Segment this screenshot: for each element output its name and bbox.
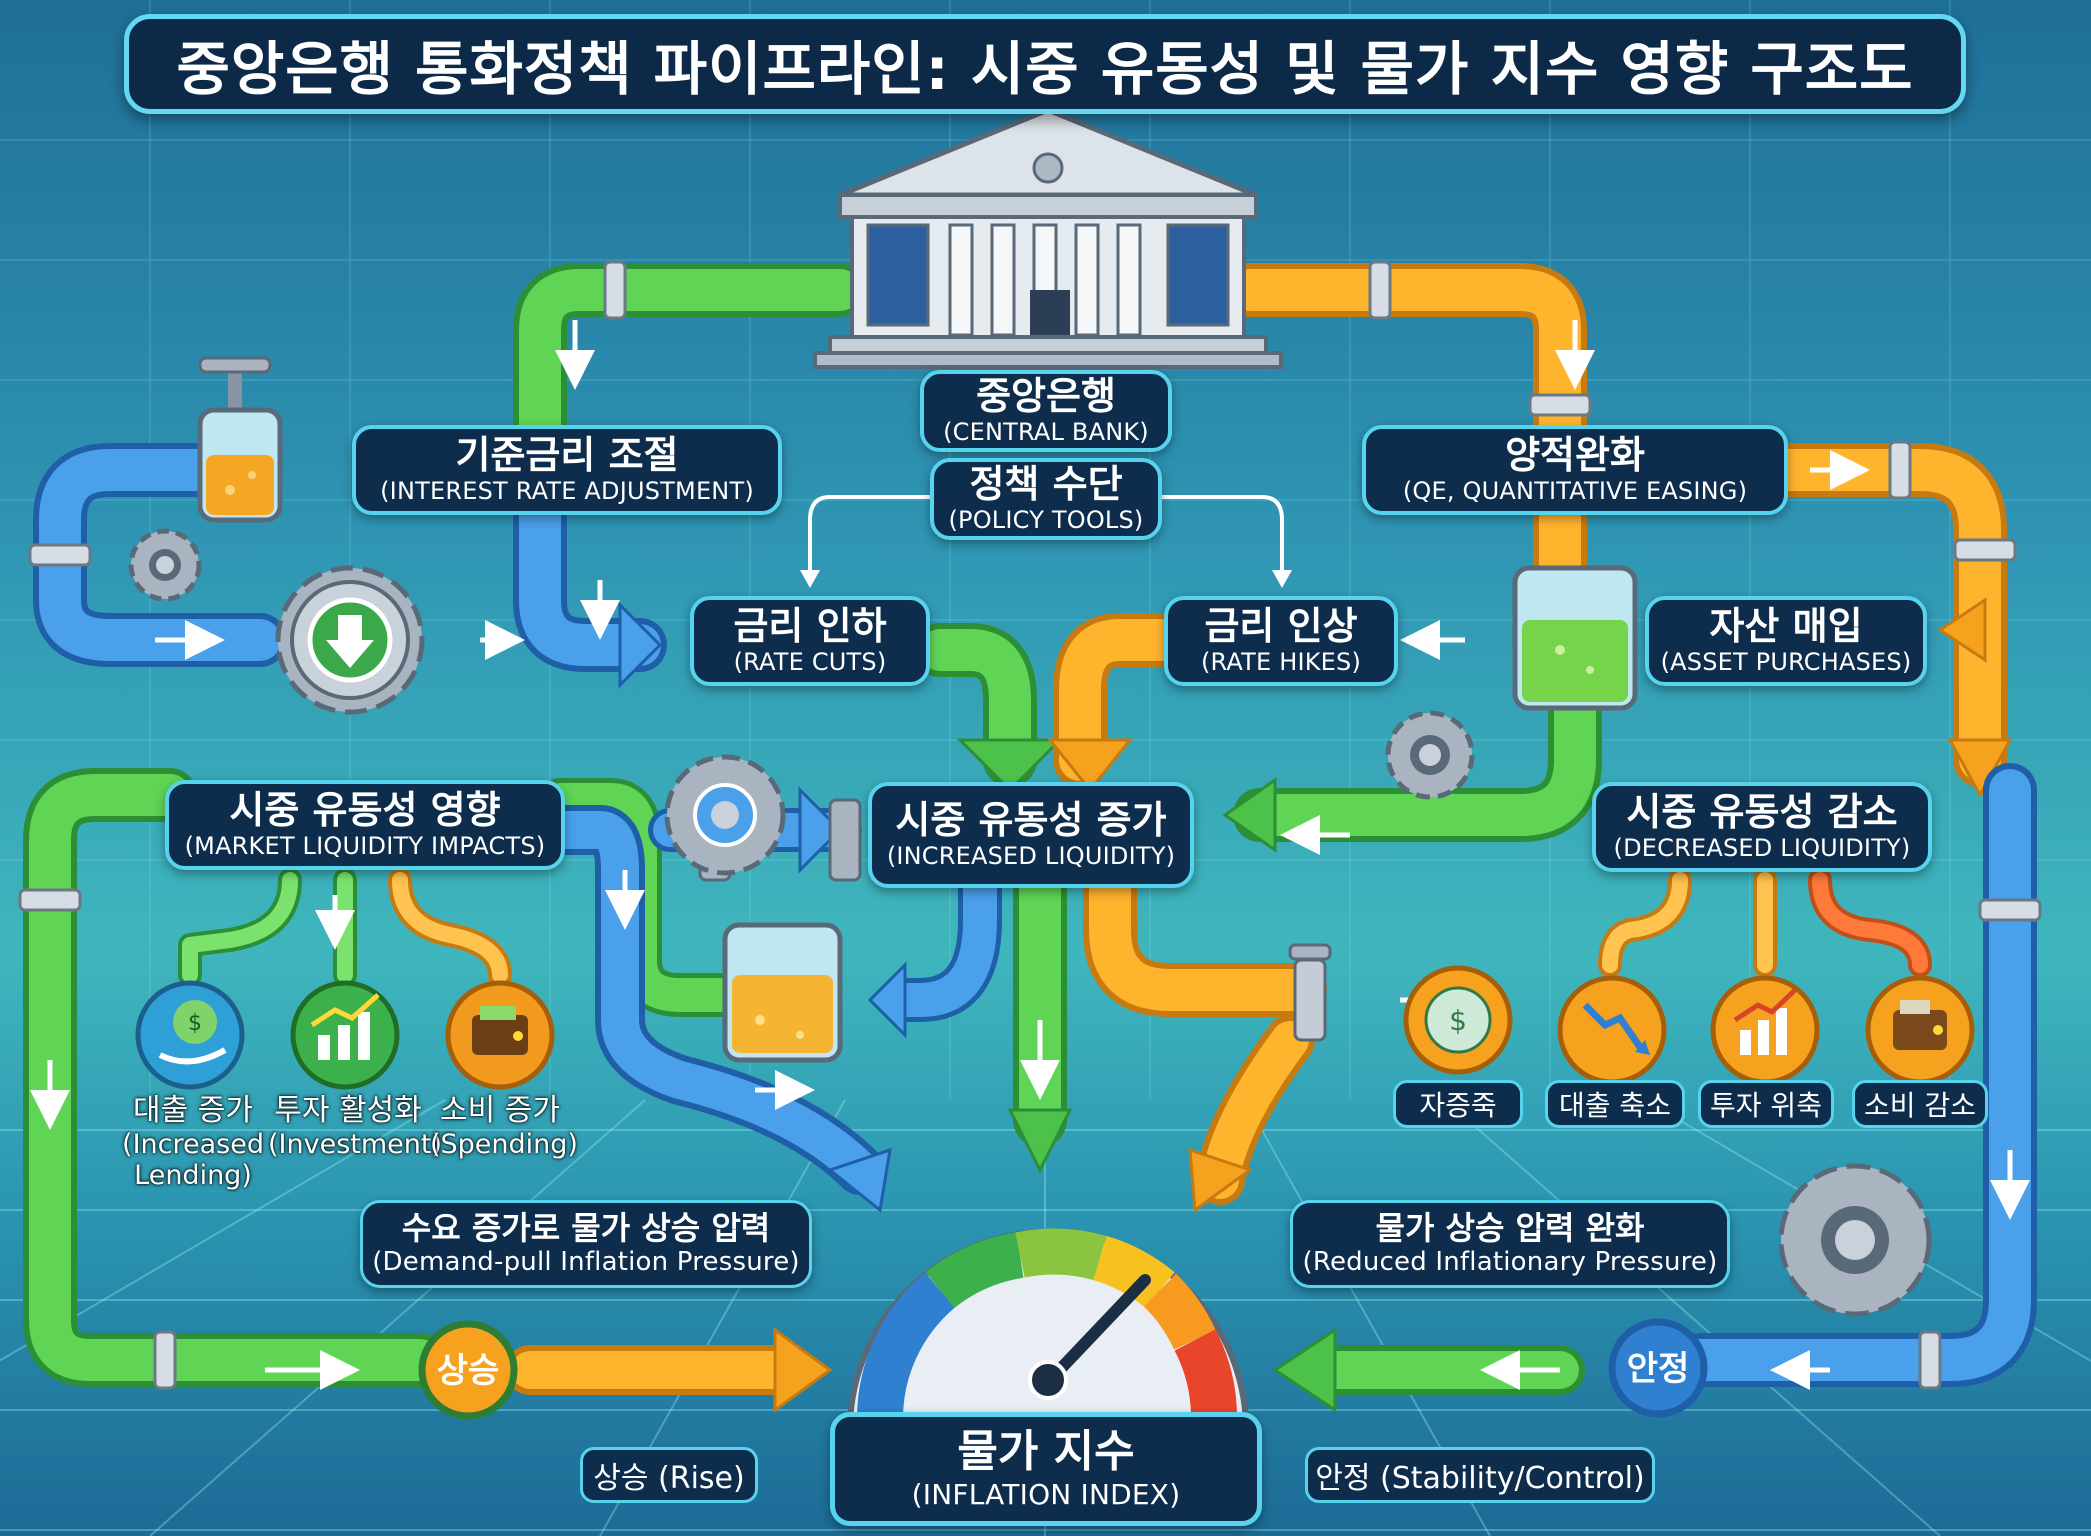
rate-hikes-label: 금리 인상 (RATE HIKES) [1164,596,1398,686]
small-valve-icon [1288,943,1332,1042]
chart-up-icon [1710,975,1820,1085]
asset-purchases-label: 자산 매입 (ASSET PURCHASES) [1645,596,1927,686]
asset-purchases-en: (ASSET PURCHASES) [1660,648,1912,677]
increased-liquidity-en: (INCREASED LIQUIDITY) [886,842,1176,871]
flow-arrows [30,320,2030,1390]
central-bank-en: (CENTRAL BANK) [943,418,1149,447]
svg-text:$: $ [188,1011,202,1036]
effect-investment-contraction: 투자 위축 [1698,1080,1834,1128]
rise-badge-text: 상승 [437,1351,500,1391]
central-bank-label: 중앙은행 (CENTRAL BANK) [920,370,1172,452]
central-bank-building-icon [813,107,1283,369]
rate-cuts-label: 금리 인하 (RATE CUTS) [690,596,930,686]
wallet-icon [1865,975,1975,1085]
liquid-tank-icon [1512,565,1638,711]
inflation-index-ko: 물가 지수 [957,1425,1135,1477]
rate-cuts-en: (RATE CUTS) [733,648,887,677]
effect-spending-decrease: 소비 감소 [1852,1080,1988,1128]
decreased-liquidity-en: (DECREASED LIQUIDITY) [1613,834,1911,863]
chart-down-icon [1557,975,1667,1085]
reduced-pressure-label: 물가 상승 압력 완화 (Reduced Inflationary Pressu… [1290,1200,1730,1288]
wallet-icon [445,980,555,1090]
money-shrink-icon: $ [1403,965,1513,1075]
rise-badge: 상승 [418,1320,518,1420]
inflation-gauge-icon [847,1228,1249,1453]
effect-lending-en2: Lending) [134,1159,252,1191]
qe-en: (QE, QUANTITATIVE EASING) [1402,477,1748,506]
rate-hikes-ko: 금리 인상 [1204,603,1358,648]
money-bag-hand-icon: $ [135,980,245,1090]
effect-lending-en1: (Increased [122,1128,264,1160]
market-liquidity-impacts-ko: 시중 유동성 영향 [229,787,501,832]
decreased-liquidity-label: 시중 유동성 감소 (DECREASED LIQUIDITY) [1592,782,1932,872]
green-arrowhead [956,738,1064,793]
effect-investment-ko: 투자 활성화 [274,1093,422,1128]
increased-liquidity-ko: 시중 유동성 증가 [895,797,1167,842]
increased-liquidity-label: 시중 유동성 증가 (INCREASED LIQUIDITY) [868,782,1194,888]
effect-spending-en: (Spending) [430,1128,578,1160]
policy-tools-ko: 정책 수단 [969,461,1123,506]
demand-pull-ko: 수요 증가로 물가 상승 압력 [401,1209,771,1247]
rise-label: 상승 (Rise) [580,1447,758,1503]
svg-text:$: $ [1449,1004,1467,1037]
rate-cuts-ko: 금리 인하 [733,603,887,648]
decreased-liquidity-ko: 시중 유동성 감소 [1626,789,1898,834]
effect-investment: 투자 활성화 (Investment) [268,1093,442,1160]
demand-pull-en: (Demand-pull Inflation Pressure) [372,1246,800,1277]
central-bank-ko: 중앙은행 [976,373,1116,418]
rate-hikes-en: (RATE HIKES) [1200,648,1362,677]
policy-tools-label: 정책 수단 (POLICY TOOLS) [930,458,1162,540]
effect-lending-reduction: 대출 축소 [1545,1080,1685,1128]
stability-label: 안정 (Stability/Control) [1305,1447,1655,1503]
pipe-couplings [18,260,2042,1390]
effect-increased-lending: 대출 증가 (Increased Lending) [118,1093,268,1191]
valve-tank-icon [197,356,283,523]
policy-tool-arrows [808,495,1284,575]
gear-icon [275,565,425,715]
gear-icon [128,528,202,602]
market-liquidity-impacts-en: (MARKET LIQUIDITY IMPACTS) [184,832,546,861]
interest-rate-adjustment-ko: 기준금리 조절 [455,432,679,477]
gear-icon [664,754,786,876]
interest-rate-adjustment-label: 기준금리 조절 (INTEREST RATE ADJUSTMENT) [352,425,782,515]
asset-purchases-ko: 자산 매입 [1709,603,1863,648]
effect-money-shrink: 자증죽 [1393,1080,1523,1128]
market-liquidity-impacts-label: 시중 유동성 영향 (MARKET LIQUIDITY IMPACTS) [165,780,565,870]
demand-pull-label: 수요 증가로 물가 상승 압력 (Demand-pull Inflation P… [360,1200,812,1288]
effect-spending: 소비 증가 (Spending) [430,1093,578,1160]
qe-label: 양적완화 (QE, QUANTITATIVE EASING) [1362,425,1788,515]
gear-icon [1778,1163,1932,1317]
policy-tools-en: (POLICY TOOLS) [948,506,1144,535]
gear-icon [1385,710,1475,800]
page-title: 중앙은행 통화정책 파이프라인: 시중 유동성 및 물가 지수 영향 구조도 [124,14,1966,114]
effect-investment-en: (Investment) [268,1128,442,1160]
qe-ko: 양적완화 [1505,432,1645,477]
chart-up-icon [290,980,400,1090]
effect-lending-ko: 대출 증가 [133,1093,253,1128]
stable-badge-text: 안정 [1627,1349,1690,1389]
reduced-pressure-ko: 물가 상승 압력 완화 [1375,1209,1645,1247]
interest-rate-adjustment-en: (INTEREST RATE ADJUSTMENT) [380,477,754,506]
inflation-index-en: (INFLATION INDEX) [911,1477,1181,1511]
stable-badge: 안정 [1608,1318,1708,1418]
inflation-index-label: 물가 지수 (INFLATION INDEX) [830,1412,1262,1526]
effect-spending-ko: 소비 증가 [440,1093,560,1128]
reduced-pressure-en: (Reduced Inflationary Pressure) [1302,1246,1718,1277]
